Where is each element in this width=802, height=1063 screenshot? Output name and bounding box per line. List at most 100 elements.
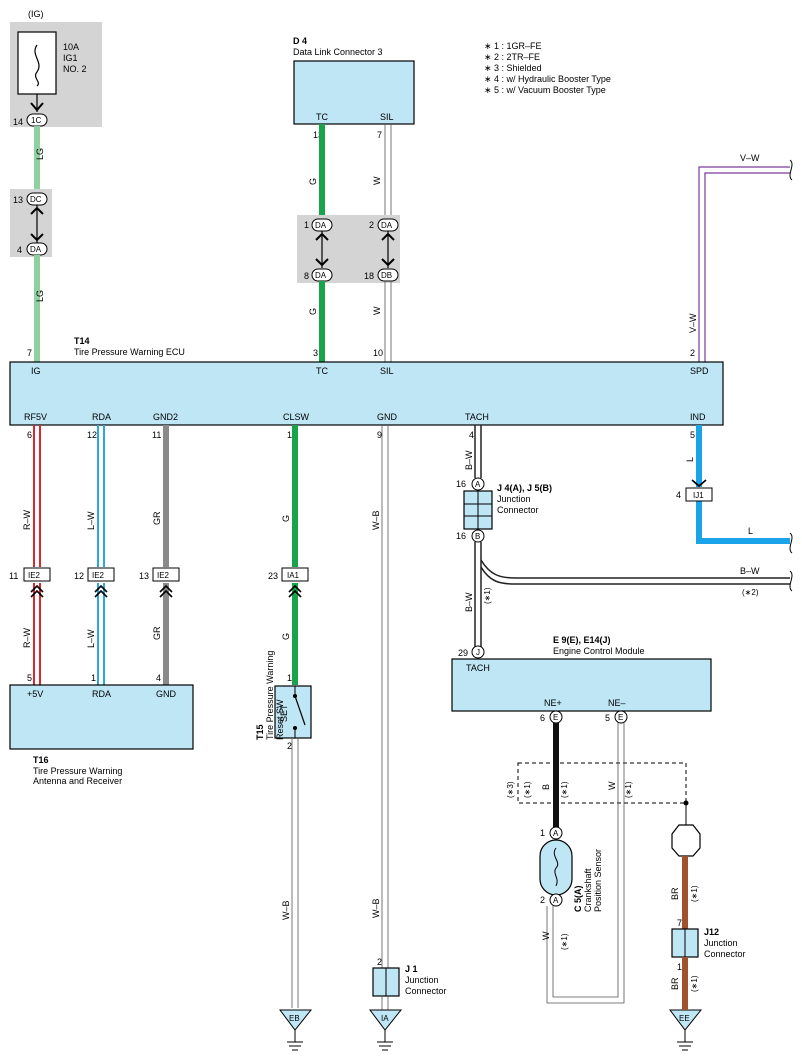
ground-ee: EE (669, 1009, 703, 1051)
j12-pin1: 1 (677, 962, 682, 972)
j12-name2: Connector (704, 949, 746, 959)
wire-l-label-2: L (748, 526, 753, 536)
chevron-down-icon (315, 258, 329, 267)
j4-name2: Connector (497, 505, 539, 515)
ie2-c13: IE2 (157, 571, 170, 580)
wire-gr-label-1: GR (152, 511, 162, 525)
wire-wb-gnd (381, 425, 389, 968)
c5-ca2: A (553, 896, 559, 905)
t14-pin-gnd2: 11 (152, 430, 161, 440)
t14-pin-sil: 10 (373, 348, 383, 358)
ie2-pin13: 13 (139, 571, 149, 581)
notes: ∗ 1 : 1GR–FE ∗ 2 : 2TR–FE ∗ 3 : Shielded… (484, 41, 611, 95)
ref-s1g: (∗1) (690, 975, 699, 992)
t14-ind: IND (690, 412, 706, 422)
ecm-tach: TACH (466, 663, 490, 673)
ecm-c5: E (618, 713, 623, 722)
da-conn2: DA (381, 221, 393, 230)
wire-bw-label-3: B–W (740, 566, 760, 576)
wire-bw-label-1: B–W (464, 450, 474, 470)
wire-l (691, 425, 793, 554)
j1-name2: Connector (405, 986, 447, 996)
ref-s1d: (∗1) (624, 781, 633, 798)
t14-tach: TACH (465, 412, 489, 422)
ie2-pin12: 12 (74, 571, 84, 581)
ij1-conn: IJ1 (693, 491, 704, 500)
t16-id: T16 (33, 755, 49, 765)
j1-name1: Junction (405, 975, 439, 985)
wire-br-upper (682, 856, 688, 929)
ie2-pin23: 23 (268, 571, 278, 581)
t14-pin-spd: 2 (690, 348, 695, 358)
ij1-connector: 4 IJ1 (676, 487, 713, 502)
t14-pin-clsw: 1 (287, 430, 292, 440)
wire-vw-label-top: V–W (740, 153, 760, 163)
j12-connector: 7 1 J12 Junction Connector (671, 918, 746, 972)
t16-p5v: +5V (27, 689, 43, 699)
wire-wb-label-2: W–B (371, 510, 381, 530)
wire-g-label-2: G (308, 308, 318, 315)
dc-pin-bottom: 4 (17, 245, 22, 255)
t16-pin4: 4 (156, 673, 161, 683)
j12-pin7: 7 (677, 918, 682, 928)
j1-pin: 2 (377, 957, 382, 967)
wire-lw-label-2: L–W (86, 629, 96, 648)
wire-w-upper (384, 124, 392, 219)
ecm: E 9(E), E14(J) Engine Control Module 29 … (451, 635, 712, 724)
ie2-c11: IE2 (28, 571, 41, 580)
fuse-name1: IG1 (63, 53, 78, 63)
c5-ca1: A (553, 829, 559, 838)
ecm-nem: NE– (608, 698, 626, 708)
fuse-block: (IG) 10A IG1 NO. 2 14 1C (10, 9, 102, 127)
coil-icon (553, 847, 559, 887)
wire-wb-label-3: W–B (371, 898, 381, 918)
chevron-up-icon (381, 232, 395, 241)
da-joint: 1 DA 2 DA 8 DA 18 DB (297, 215, 400, 283)
shield-box (517, 762, 687, 804)
fuse-name2: NO. 2 (63, 64, 87, 74)
da-pin18: 18 (364, 271, 374, 281)
chevron-up-icon (159, 584, 173, 598)
ref-s2: (∗2) (742, 588, 759, 597)
wire-br-label-1: BR (670, 887, 680, 900)
t14-pin-tc: 3 (313, 348, 318, 358)
j1-id: J 1 (405, 964, 418, 974)
t14-ig: IG (31, 366, 41, 376)
ecm-pin6: 6 (540, 713, 545, 723)
t16-receiver: 5 1 4 +5V RDA GND T16 Tire Pressure Warn… (9, 673, 194, 786)
d4-id: D 4 (293, 36, 307, 46)
t14-gnd2: GND2 (153, 412, 178, 422)
wire-lg-lower (34, 255, 40, 362)
t15-set: SET (279, 704, 289, 722)
note-3: ∗ 3 : Shielded (484, 63, 542, 73)
dc-joint: 13 DC 4 DA (10, 189, 52, 257)
t14-pin-ig: 7 (27, 348, 32, 358)
c5-name1: Crankshaft (583, 868, 593, 912)
ground-ia: IA (369, 1009, 403, 1051)
wire-g-upper (319, 124, 325, 219)
wire-bw-tach (474, 425, 793, 648)
j1-connector: 2 J 1 Junction Connector (372, 957, 447, 1010)
fuse-rating: 10A (63, 42, 79, 52)
wire-w-ne (546, 723, 625, 1004)
chevron-down-icon (381, 258, 395, 267)
c5-pin1: 1 (540, 828, 545, 838)
ecm-nep: NE+ (544, 698, 562, 708)
wire-w-label-2: W (372, 306, 382, 315)
wire-gr-upper (163, 425, 169, 567)
t15-pin1: 1 (287, 673, 292, 683)
j4-junction: 16 A B 16 J 4(A), J 5(B) Junction Connec… (456, 477, 552, 543)
ref-s1b: (∗1) (523, 781, 532, 798)
wire-g-label-3: G (281, 515, 291, 522)
wire-g-lower (319, 281, 325, 362)
ref-s1a: (∗1) (483, 587, 492, 604)
ground-eb: EB (279, 1009, 313, 1051)
j4-name1: Junction (497, 494, 531, 504)
da-pin8: 8 (304, 271, 309, 281)
wire-lw-label-1: L–W (86, 511, 96, 530)
t16-pin1: 1 (91, 673, 96, 683)
c5-pin2: 2 (540, 895, 545, 905)
wire-vw-label-vert: V–W (688, 313, 698, 333)
ie2-connectors: 11 IE2 12 IE2 13 IE2 23 IA1 (9, 567, 309, 598)
